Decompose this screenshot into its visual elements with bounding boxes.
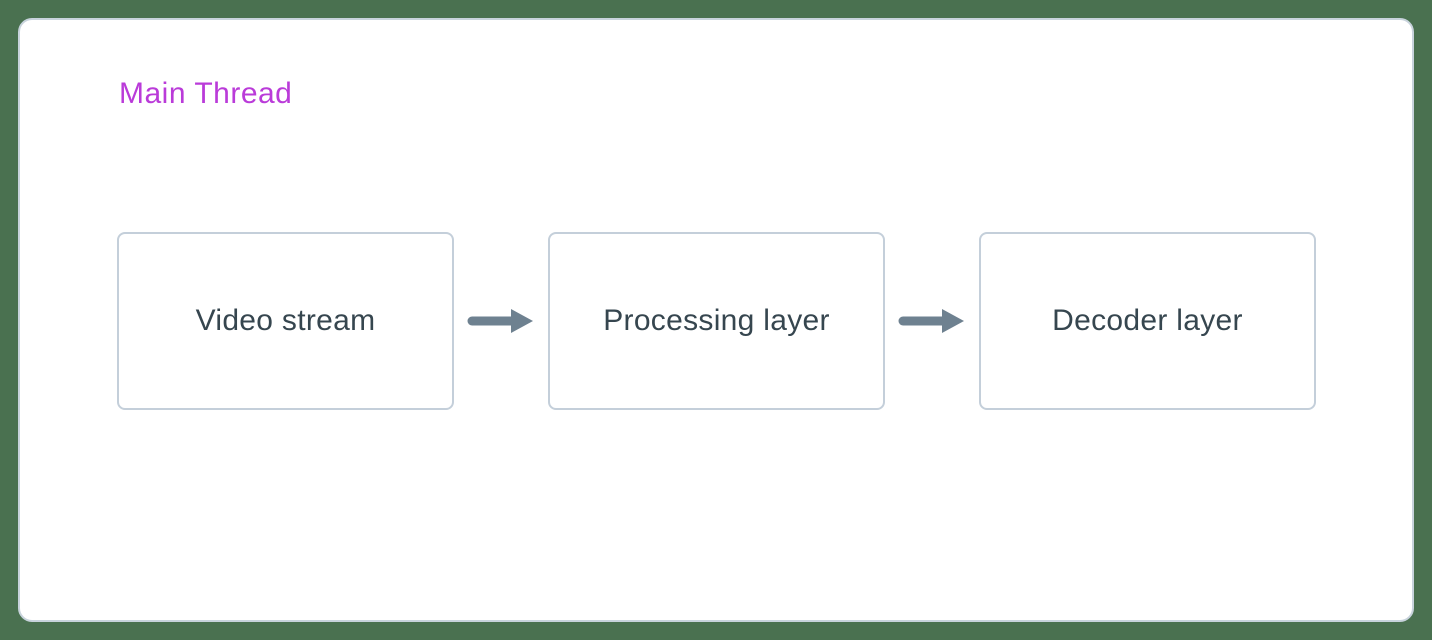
node-label: Video stream xyxy=(195,304,376,337)
flow-row: Video stream Processing layer Decoder la… xyxy=(117,232,1316,410)
connector-2 xyxy=(885,232,979,410)
node-label: Processing layer xyxy=(603,304,830,337)
node-label: Decoder layer xyxy=(1052,304,1243,337)
arrow-right-icon xyxy=(898,309,964,333)
node-processing-layer: Processing layer xyxy=(548,232,885,410)
connector-1 xyxy=(454,232,548,410)
node-video-stream: Video stream xyxy=(117,232,454,410)
arrow-right-icon xyxy=(467,309,533,333)
diagram-title: Main Thread xyxy=(119,77,293,110)
diagram-card: Main Thread Video stream Processing laye… xyxy=(18,18,1414,622)
node-decoder-layer: Decoder layer xyxy=(979,232,1316,410)
